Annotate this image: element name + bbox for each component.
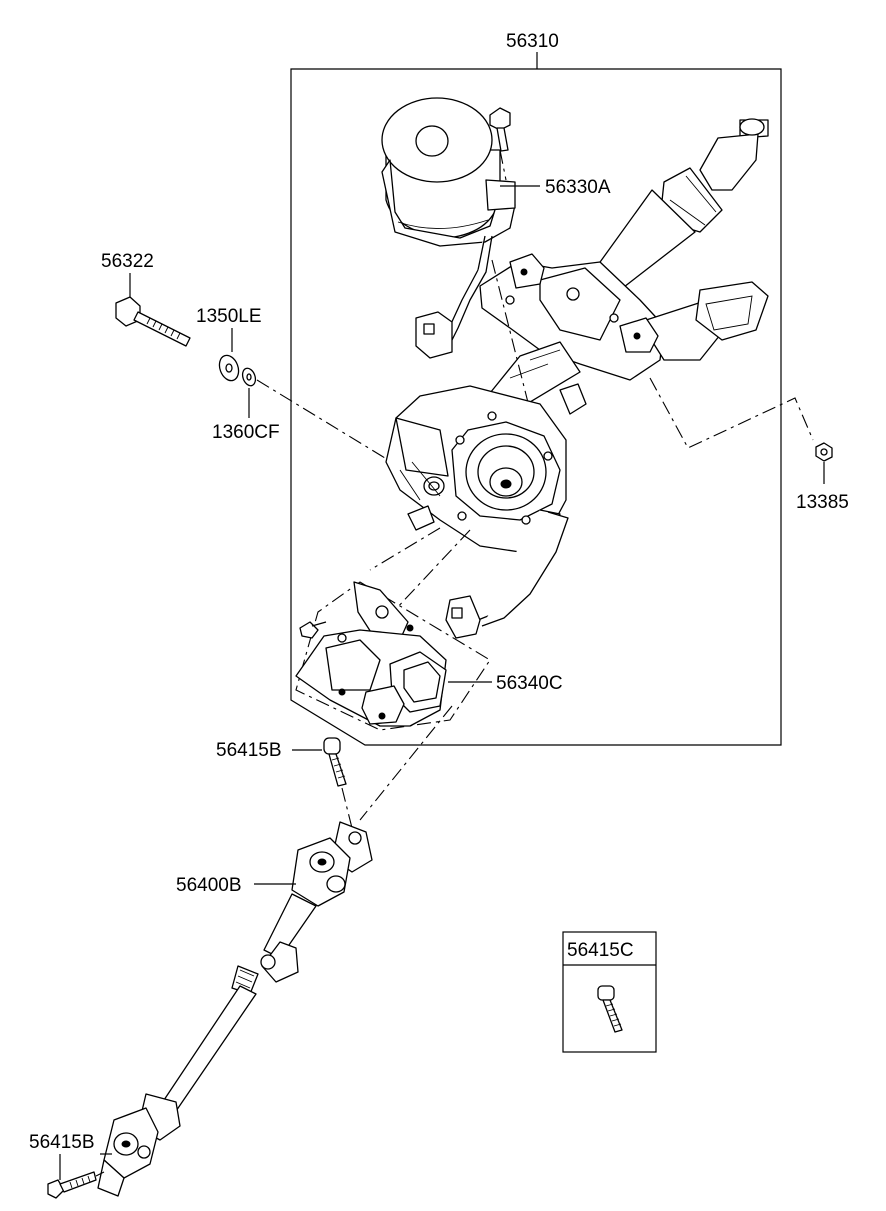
flat-washer-icon <box>218 354 240 382</box>
label-56330A: 56330A <box>545 177 611 198</box>
assembly-frame <box>290 52 782 746</box>
motor-bolt-icon <box>489 107 511 152</box>
joint-bolt-lower-icon <box>47 1171 97 1199</box>
label-56322: 56322 <box>101 251 154 272</box>
spring-washer-icon <box>241 367 257 387</box>
label-56310: 56310 <box>506 31 559 52</box>
control-module <box>295 581 491 731</box>
label-1350LE: 1350LE <box>196 306 262 327</box>
label-1360CF: 1360CF <box>212 422 280 443</box>
motor-assembly <box>381 97 516 359</box>
gear-housing <box>385 385 569 639</box>
label-56400B: 56400B <box>176 875 242 896</box>
joint-bolt-upper-icon <box>323 737 347 787</box>
inset-bolt-icon <box>597 985 623 1033</box>
hex-bolt-icon <box>115 296 191 347</box>
label-56415C: 56415C <box>567 940 634 961</box>
inset-box <box>562 931 657 1053</box>
label-56340C: 56340C <box>496 673 563 694</box>
label-56415B-upper: 56415B <box>216 740 282 761</box>
universal-joint-shaft <box>97 821 373 1197</box>
label-13385: 13385 <box>796 492 849 513</box>
nut-icon <box>815 442 833 462</box>
steering-column <box>479 118 769 421</box>
label-56415B-lower: 56415B <box>29 1132 95 1153</box>
